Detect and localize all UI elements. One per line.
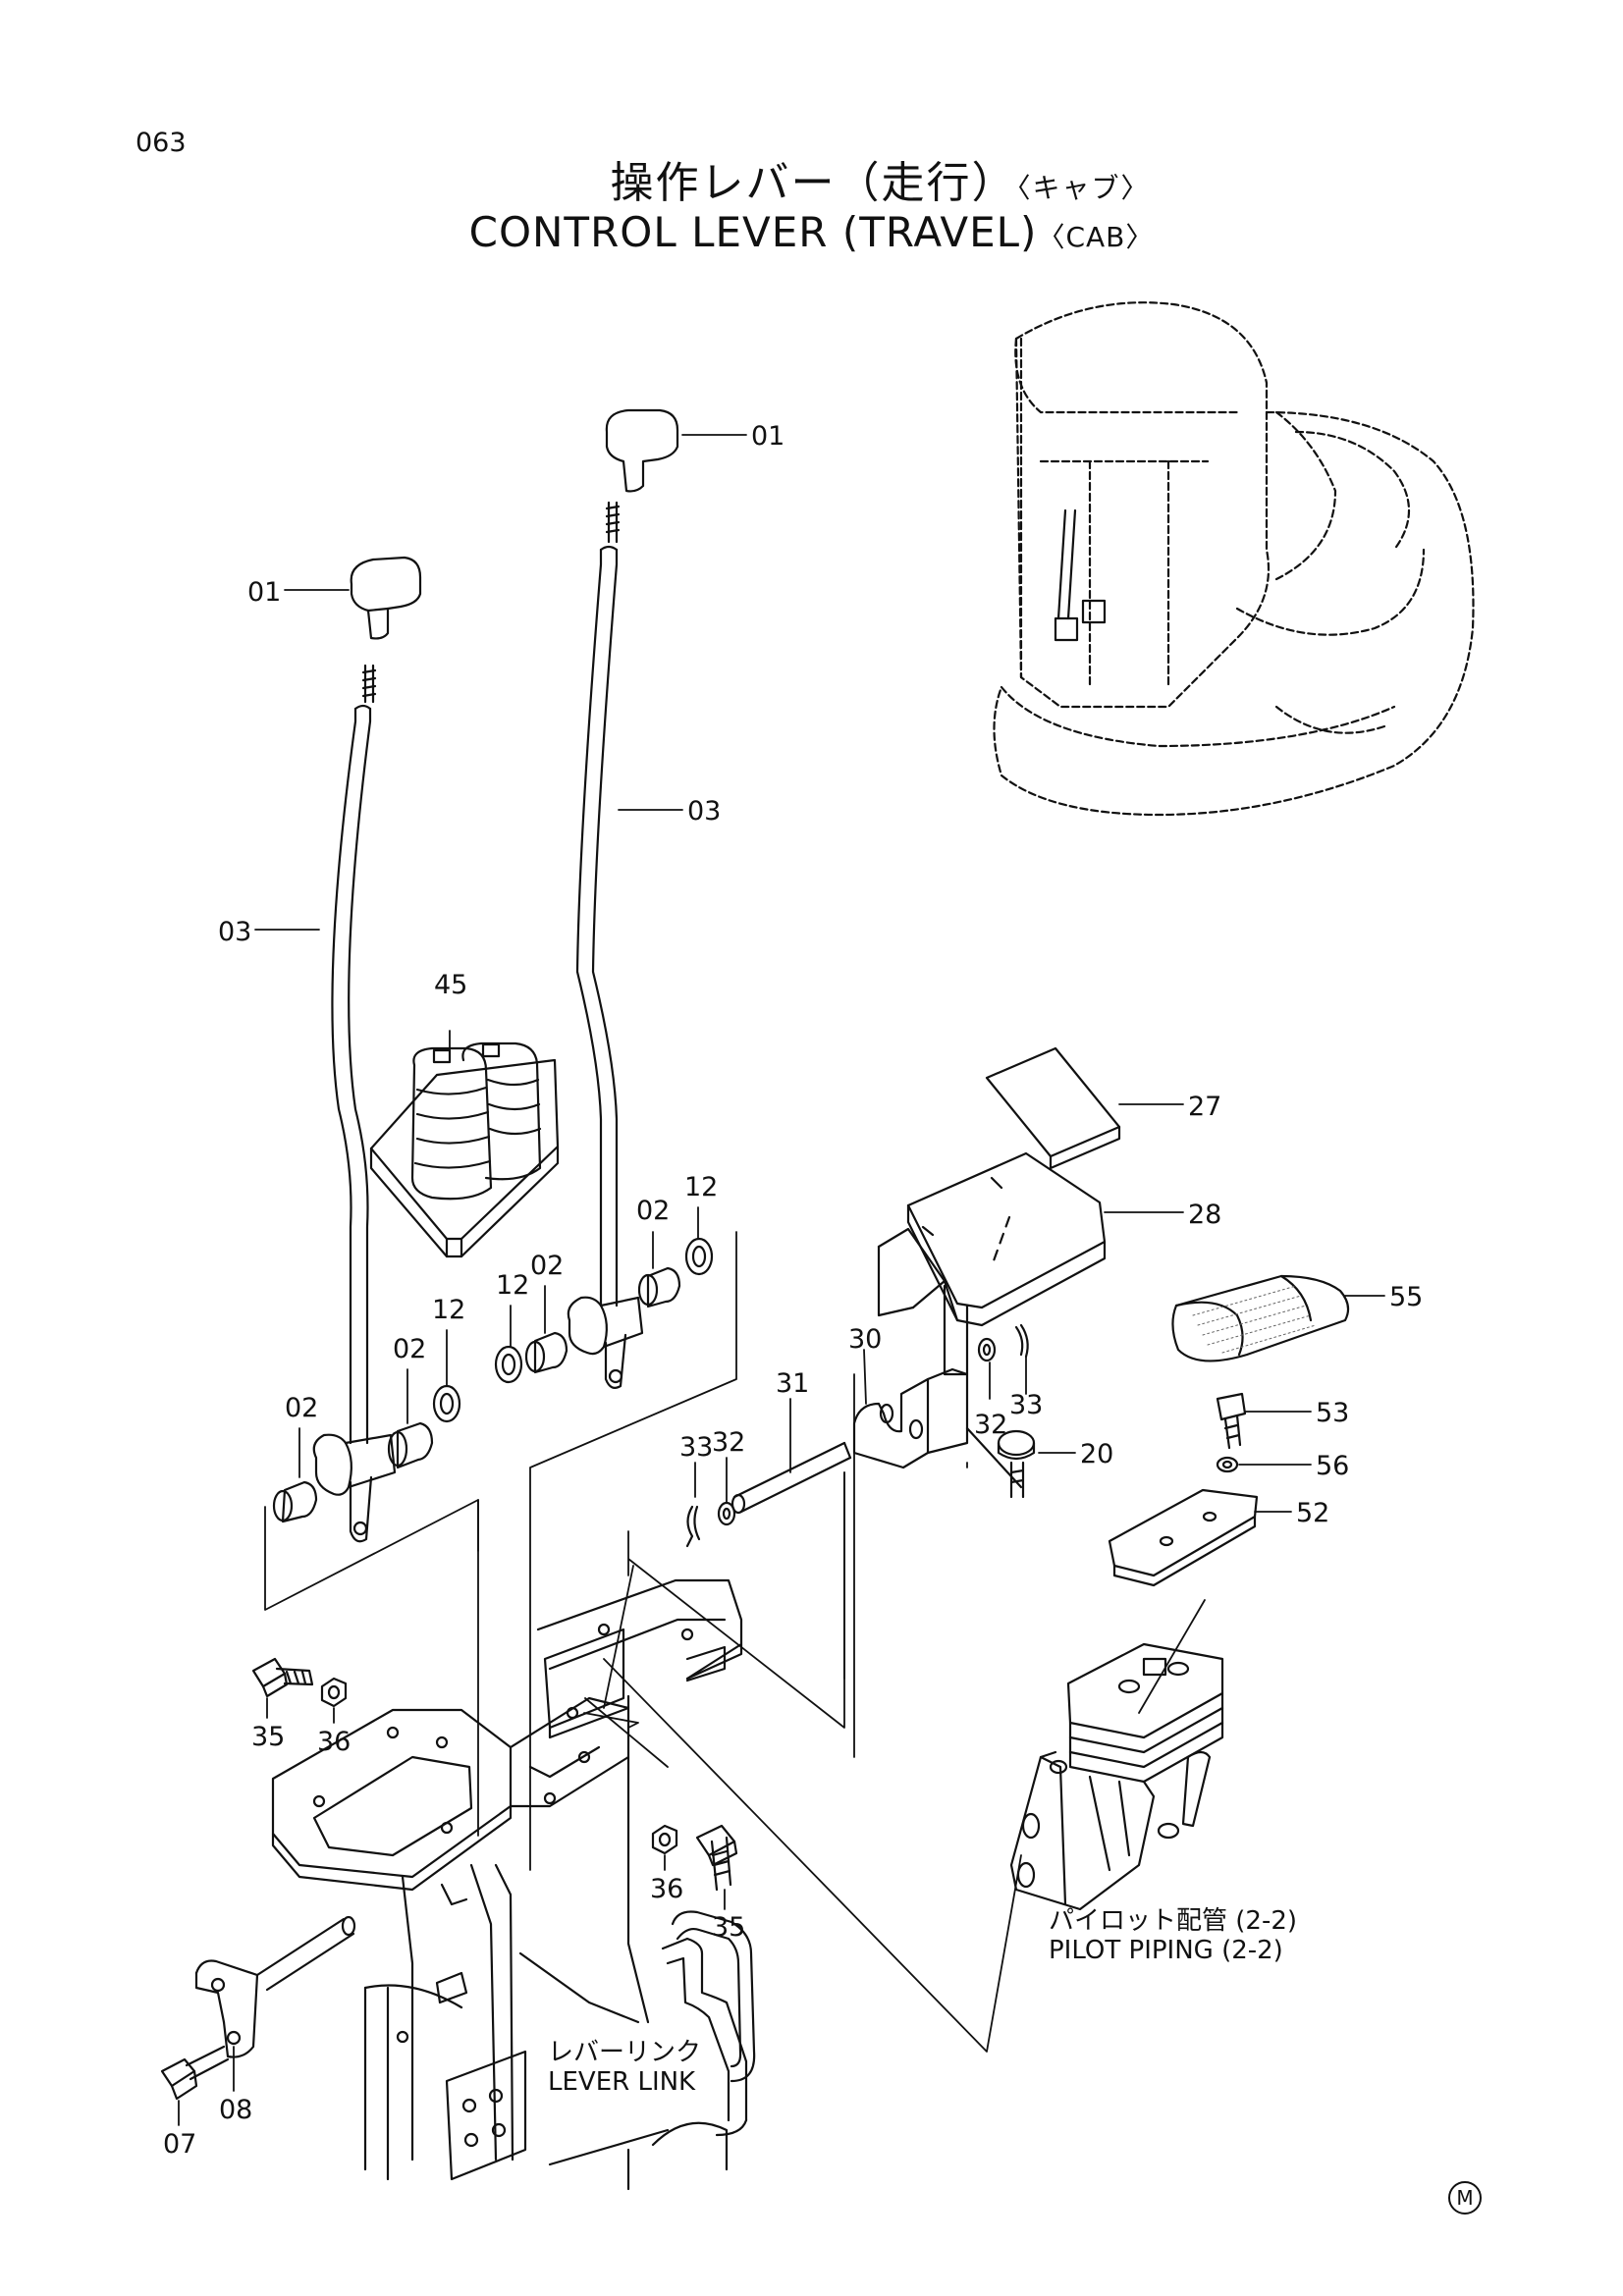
- title-jp-main: 操作レバー（走行）: [610, 158, 1017, 208]
- pilot-valve: [1009, 1642, 1224, 1911]
- cotter-pin-33-left: [685, 1505, 701, 1548]
- callout: 35: [712, 1912, 745, 1943]
- callout: 31: [776, 1368, 809, 1399]
- callout: 12: [684, 1172, 718, 1202]
- callout: 20: [1080, 1439, 1113, 1469]
- callout: 32: [974, 1410, 1007, 1440]
- m-mark: M: [1448, 2181, 1482, 2215]
- title-en-sub: 〈CAB〉: [1037, 221, 1155, 253]
- callout: 02: [636, 1196, 670, 1226]
- cotter-pin-33-right: [1014, 1323, 1029, 1359]
- callout: 01: [751, 421, 784, 452]
- callout: 55: [1389, 1282, 1423, 1312]
- cab-overview-illustration: [993, 301, 1475, 817]
- callout: 36: [317, 1727, 351, 1757]
- title-japanese: 操作レバー（走行）〈キャブ〉: [0, 147, 1623, 210]
- title-en-main: CONTROL LEVER (TRAVEL): [468, 208, 1038, 256]
- pilot-hose: [671, 1910, 756, 2083]
- callout: 02: [393, 1334, 426, 1364]
- title-english: CONTROL LEVER (TRAVEL)〈CAB〉: [0, 208, 1623, 256]
- callout-numbers: 01 01 03 03 45 27 28 55 12 02 12 02 12 0…: [163, 421, 1423, 2160]
- washer-32-left: [717, 1501, 736, 1526]
- assembly-lines: [264, 1231, 1206, 2053]
- callout: 53: [1316, 1398, 1349, 1428]
- bolt-35-right: [695, 1824, 738, 1892]
- pin-31: [730, 1441, 852, 1515]
- title-jp-sub: 〈キャブ〉: [1016, 172, 1151, 204]
- bolt-35-left: [251, 1657, 314, 1698]
- pilot-piping-reference: パイロット配管 (2-2) PILOT PIPING (2-2): [1049, 1906, 1297, 1965]
- callout: 02: [285, 1393, 318, 1423]
- bolt-20: [997, 1429, 1036, 1499]
- lever-link-en: LEVER LINK: [548, 2067, 696, 2097]
- pilot-piping-jp: パイロット配管 (2-2): [1049, 1906, 1298, 1936]
- washer-56: [1216, 1456, 1239, 1473]
- callout: 52: [1296, 1498, 1329, 1528]
- callout: 08: [219, 2095, 252, 2125]
- callout: 32: [712, 1427, 745, 1458]
- cab-lever-detail: [1054, 508, 1107, 642]
- foot-rest-55: [1171, 1274, 1350, 1362]
- lever-stand: [271, 1578, 748, 2191]
- left-lever-assembly: [272, 556, 461, 1543]
- callout: 33: [679, 1432, 713, 1463]
- callout: 33: [1009, 1390, 1043, 1420]
- rubber-boot-45: [369, 1041, 560, 1258]
- callout: 56: [1316, 1451, 1349, 1481]
- pilot-piping-en: PILOT PIPING (2-2): [1049, 1936, 1283, 1965]
- callout: 03: [218, 917, 251, 947]
- pedal-28: [906, 1151, 1107, 1327]
- lever-link-shaft-08: [194, 1915, 356, 2058]
- nut-36-left: [320, 1677, 348, 1708]
- callout: 30: [848, 1324, 882, 1355]
- callout: 45: [434, 970, 467, 1000]
- callout: 12: [496, 1270, 529, 1301]
- bolt-53: [1216, 1392, 1247, 1450]
- bolt-07: [160, 2045, 230, 2101]
- pedal-cover-27: [985, 1046, 1121, 1170]
- callout: 01: [247, 577, 281, 608]
- nut-36-right: [651, 1824, 678, 1855]
- lever-link-jp: レバーリンク: [548, 2038, 702, 2067]
- right-lever-assembly: [494, 408, 714, 1389]
- callout: 02: [530, 1251, 564, 1281]
- callout: 12: [432, 1295, 465, 1325]
- callout: 27: [1188, 1092, 1221, 1122]
- callout: 28: [1188, 1200, 1221, 1230]
- pedal-bracket-30: [852, 1227, 1023, 1489]
- plate-52: [1108, 1488, 1259, 1587]
- callout: 03: [687, 796, 721, 827]
- lever-link-reference: レバーリンク LEVER LINK: [548, 2038, 701, 2097]
- page-number: 063: [135, 128, 187, 158]
- washer-32-right: [977, 1337, 997, 1362]
- callout: 36: [650, 1874, 683, 1904]
- callout: 07: [163, 2129, 196, 2160]
- callout-leaders: [178, 434, 1385, 2126]
- callout: 35: [251, 1722, 285, 1752]
